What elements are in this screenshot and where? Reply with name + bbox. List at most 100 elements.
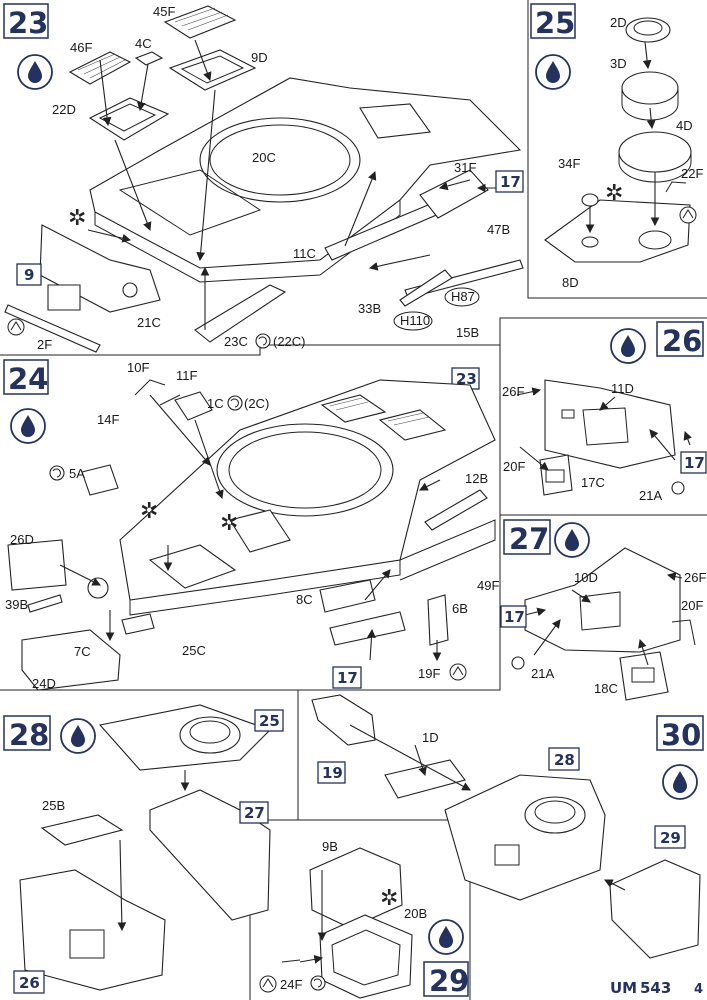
step-27-number: 27 bbox=[509, 522, 549, 556]
label-20C: 20C bbox=[252, 150, 276, 165]
glue-drop-icon bbox=[662, 764, 698, 800]
arrow-14F bbox=[149, 394, 211, 466]
label-4D: 4D bbox=[676, 118, 693, 133]
svg-text:H87: H87 bbox=[451, 289, 475, 304]
turret-assembly-28 bbox=[444, 774, 606, 901]
step-25-number-box bbox=[530, 3, 576, 39]
label-21C: 21C bbox=[137, 315, 161, 330]
glue-drop-icon bbox=[535, 54, 571, 90]
label-9D: 9D bbox=[251, 50, 268, 65]
step-27-number-box bbox=[503, 519, 551, 555]
glue-drop-icon bbox=[60, 718, 96, 754]
label-23C: 23C bbox=[224, 334, 248, 349]
callout-H87: H87 bbox=[444, 287, 480, 307]
ref-box-19: 19 bbox=[317, 761, 346, 784]
arrow-2D bbox=[642, 41, 652, 70]
hatch-9D bbox=[168, 49, 257, 91]
label-2D: 2D bbox=[610, 15, 627, 30]
plate-1D bbox=[384, 759, 466, 799]
svg-text:17: 17 bbox=[500, 173, 521, 191]
label-31F: 31F bbox=[454, 160, 476, 175]
step-28-number: 28 bbox=[9, 718, 49, 752]
label-24F: 24F bbox=[280, 977, 302, 992]
ref-box-23: 23 bbox=[451, 367, 480, 390]
label-34F: 34F bbox=[558, 156, 580, 171]
label-25B: 25B bbox=[42, 798, 65, 813]
callout-H110: H110 bbox=[393, 311, 433, 331]
arrow-25B bbox=[117, 839, 127, 932]
ref-box-9: 9 bbox=[16, 263, 42, 286]
label-1C: 1C bbox=[207, 396, 224, 411]
hull-upper-deck bbox=[89, 77, 522, 283]
label-9B: 9B bbox=[322, 839, 338, 854]
glue-drop-icon bbox=[10, 408, 46, 444]
label-10D: 10D bbox=[574, 570, 598, 585]
arrow-21A bbox=[649, 429, 676, 461]
footer-page-number: 4 bbox=[694, 982, 703, 997]
label-21A: 21A bbox=[639, 488, 662, 503]
box-20B bbox=[319, 914, 413, 999]
arrow-17b bbox=[367, 628, 376, 661]
part-21A bbox=[671, 481, 685, 495]
box-9B bbox=[309, 847, 403, 929]
arrow-22D bbox=[114, 139, 152, 232]
label-7C: 7C bbox=[74, 644, 91, 659]
step-26-number: 26 bbox=[662, 324, 702, 358]
svg-text:✲: ✲ bbox=[605, 181, 623, 206]
gun-mantlet-19 bbox=[311, 694, 376, 746]
step-30-number-box bbox=[656, 715, 704, 751]
cutter-icon bbox=[7, 318, 25, 336]
arrow-33B bbox=[368, 254, 431, 271]
part-34F bbox=[581, 193, 599, 207]
label-18C: 18C bbox=[594, 681, 618, 696]
svg-text:✲: ✲ bbox=[380, 886, 398, 911]
arrow-26D bbox=[59, 564, 101, 586]
ref-box-27: 27 bbox=[239, 801, 269, 824]
arrow-11C bbox=[344, 170, 377, 247]
label-26F: 26F bbox=[502, 384, 524, 399]
label-5A: 5A bbox=[69, 466, 85, 481]
svg-text:H110: H110 bbox=[400, 313, 430, 328]
label-10F: 10F bbox=[127, 360, 149, 375]
arrow-9D bbox=[196, 89, 216, 262]
swap-icon bbox=[49, 465, 65, 481]
arrow-46F bbox=[99, 59, 112, 127]
part-31F bbox=[419, 169, 489, 219]
rod-2F bbox=[4, 304, 101, 353]
part-8C bbox=[319, 579, 376, 613]
glue-drop-icon bbox=[17, 54, 53, 90]
label-11C: 11C bbox=[293, 246, 316, 261]
step-27: 27 10D 26F 20F 21A 18C 17 bbox=[500, 519, 706, 701]
label-17C: 17C bbox=[581, 475, 605, 490]
label-49F: 49F bbox=[477, 578, 499, 593]
asterisk-icon: ✲ bbox=[220, 511, 238, 536]
step-23: 23 bbox=[3, 3, 524, 353]
label-4C: 4C bbox=[135, 36, 152, 51]
step-29: 9B 20B 24F ✲ 29 bbox=[259, 839, 469, 999]
label-22F: 22F bbox=[681, 166, 703, 181]
arrow-rear bbox=[87, 229, 132, 243]
turret-top-8D bbox=[544, 199, 691, 263]
svg-text:17: 17 bbox=[504, 608, 525, 626]
label-20F: 20F bbox=[681, 598, 703, 613]
step-23-number: 23 bbox=[8, 6, 48, 40]
turret-side-11D bbox=[544, 379, 676, 469]
part-21A bbox=[511, 656, 525, 670]
arrow-1C bbox=[194, 419, 224, 500]
part-11F bbox=[159, 394, 181, 406]
arrow-17c bbox=[683, 430, 692, 446]
step-28: 28 25B 25 27 26 bbox=[3, 704, 284, 994]
label-25C: 25C bbox=[182, 643, 206, 658]
label-22C-note: (22C) bbox=[273, 334, 306, 349]
glue-drop-icon bbox=[554, 522, 590, 558]
footer-code: UM 543 4 bbox=[610, 979, 703, 997]
rear-bin-29 bbox=[609, 859, 701, 959]
arrow-31F bbox=[438, 179, 471, 191]
svg-text:✲: ✲ bbox=[68, 206, 86, 231]
ref-box-17: 17 bbox=[680, 451, 707, 474]
step-29-number: 29 bbox=[429, 964, 469, 998]
cutter-icon bbox=[259, 975, 277, 993]
label-45F: 45F bbox=[153, 4, 175, 19]
ref-box-17: 17 bbox=[332, 666, 362, 689]
